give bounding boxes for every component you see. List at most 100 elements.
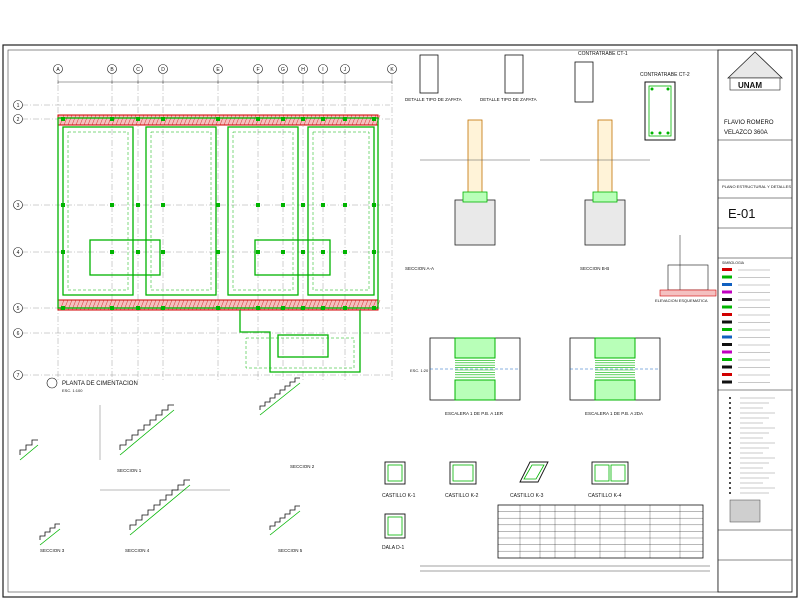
- zapata-1-base: [454, 199, 496, 246]
- grid-bubble-row: [13, 303, 23, 313]
- grid-bubble-col: [107, 64, 117, 74]
- stair-2-landing-2: [594, 379, 636, 401]
- grid-bubble-row: [13, 247, 23, 257]
- elevation-title: ELEVACION ESQUEMATICA: [655, 298, 708, 303]
- grid-col-label: G: [281, 67, 285, 73]
- plan-title: PLANTA DE CIMENTACION: [62, 381, 138, 387]
- sheet-border: [2, 44, 798, 598]
- seccion-2-title: SECCION 2: [290, 464, 315, 469]
- stair-plans: ESCALERA 1 DE P.B. A 1ER ESCALERA 1 DE P…: [410, 337, 661, 416]
- grid-col-label: D: [161, 67, 165, 73]
- grid-bubble-col: [298, 64, 308, 74]
- zapata-2-dado: [592, 191, 618, 203]
- castillo-k4-title: CASTILLO K-4: [588, 493, 622, 499]
- grid-bubble-col: [158, 64, 168, 74]
- stair-2-steps: [570, 357, 660, 378]
- grid-row-label: 5: [17, 306, 20, 312]
- grid-bubble-row: [13, 100, 23, 110]
- ct-small-2: [504, 54, 524, 94]
- plan-columns: [61, 117, 376, 310]
- contratrabe-sections: CONTRATRABE CT-1 CONTRATRABE CT-2: [419, 51, 690, 141]
- grid-col-label: J: [344, 67, 347, 73]
- grid-bubble-row: [13, 370, 23, 380]
- castillo-k1-title: CASTILLO K-1: [382, 493, 416, 499]
- grid-bubble-row: [13, 114, 23, 124]
- foundation-plan: A B C D E F G H I J K 1 2 3 4 5 6 7 PLANTA DE CIMENTACION: [13, 64, 397, 393]
- zapata-1-dado: [462, 191, 488, 203]
- schematic-elevation: ELEVACION ESQUEMATICA: [655, 235, 717, 303]
- ct-small-1: [419, 54, 439, 94]
- dashed-footings: [67, 131, 370, 369]
- stair-section-profiles: [19, 377, 301, 546]
- stair-1-steps: [430, 357, 520, 378]
- ct2-bars: [650, 87, 670, 135]
- author-line-2: VELAZCO 360A: [724, 130, 768, 136]
- grid-row-label: 2: [17, 117, 20, 123]
- title-block: UNAM FLAVIO ROMERO VELAZCO 360A PLANO ES…: [717, 49, 793, 593]
- seccion-3-title: SECCION 3: [40, 548, 65, 553]
- grid-bubble-col: [318, 64, 328, 74]
- castillo-k3-title: CASTILLO K-3: [510, 493, 544, 499]
- stair-sections: SECCION 1 SECCION 2 SECCION 3 SECCION 4 …: [19, 377, 315, 553]
- grid-axes: A B C D E F G H I J K 1 2 3 4 5 6 7: [13, 64, 397, 380]
- seccion-5-title: SECCION 5: [278, 548, 303, 553]
- grid-col-label: H: [301, 67, 305, 73]
- grid-col-label: K: [390, 67, 394, 73]
- zapata-detail-title-2: DETALLE TIPO DE ZAPATA: [480, 97, 537, 102]
- grid-row-label: 4: [17, 250, 20, 256]
- grid-col-label: B: [110, 67, 114, 73]
- legend-lines: [722, 268, 770, 384]
- stair-1-landing: [454, 337, 496, 359]
- zapata-detail-title: DETALLE TIPO DE ZAPATA: [405, 97, 462, 102]
- plan-title-marker: [46, 377, 58, 389]
- seccion-a-title: SECCION A-A: [405, 266, 434, 271]
- castillo-k2-title: CASTILLO K-2: [445, 493, 479, 499]
- grid-row-label: 3: [17, 203, 20, 209]
- footing-hatch: [59, 114, 381, 311]
- grid-col-label: C: [136, 67, 140, 73]
- dala-title: DALA D-1: [382, 545, 404, 551]
- grid-col-label: I: [322, 67, 323, 73]
- grid-bubble-row: [13, 328, 23, 338]
- ct1-title: CONTRATRABE CT-1: [578, 51, 628, 57]
- legend-header: SIMBOLOGIA: [722, 261, 745, 265]
- ct1-section: [574, 61, 594, 103]
- grid-bubble-col: [387, 64, 397, 74]
- grid-col-label: E: [216, 67, 220, 73]
- logo-text: UNAM: [738, 81, 762, 90]
- table-grid: [498, 505, 703, 558]
- stair-1-landing-2: [454, 379, 496, 401]
- escalera-2-title: ESCALERA 1 DE P.B. A 2DA: [585, 411, 643, 416]
- plano-title: PLANO ESTRUCTURAL Y DETALLES: [722, 184, 791, 189]
- plan-scale: ESC. 1:100: [62, 388, 83, 393]
- notes-lines: [729, 397, 775, 494]
- grid-bubble-col: [53, 64, 63, 74]
- grid-col-label: A: [56, 67, 60, 73]
- seccion-b-title: SECCION B-B: [580, 266, 609, 271]
- seccion-1-title: SECCION 1: [117, 468, 142, 473]
- grid-bubble-col: [278, 64, 288, 74]
- reinforcement-table: [420, 504, 710, 572]
- ct2-title: CONTRATRABE CT-2: [640, 72, 690, 78]
- grid-bubble-col: [340, 64, 350, 74]
- stair-1-scale: ESC. 1:20: [410, 368, 429, 373]
- zapata-details: DETALLE TIPO DE ZAPATA DETALLE TIPO DE Z…: [405, 97, 650, 271]
- grid-row-label: 6: [17, 331, 20, 337]
- grid-bubble-col: [133, 64, 143, 74]
- sheet-number: E-01: [728, 206, 755, 221]
- escalera-1-title: ESCALERA 1 DE P.B. A 1ER: [445, 411, 504, 416]
- castillo-details: CASTILLO K-1 CASTILLO K-2 CASTILLO K-3 C…: [382, 461, 629, 551]
- grid-bubble-col: [213, 64, 223, 74]
- grid-row-label: 7: [17, 373, 20, 379]
- map-icon: [729, 499, 761, 523]
- grid-bubble-row: [13, 200, 23, 210]
- ct2-stirrup: [648, 85, 672, 137]
- grid-col-label: F: [256, 67, 259, 73]
- zapata-2-base: [584, 199, 626, 246]
- ct2-section: [644, 81, 676, 141]
- stair-2-landing: [594, 337, 636, 359]
- seccion-4-title: SECCION 4: [125, 548, 150, 553]
- grid-row-label: 1: [17, 103, 20, 109]
